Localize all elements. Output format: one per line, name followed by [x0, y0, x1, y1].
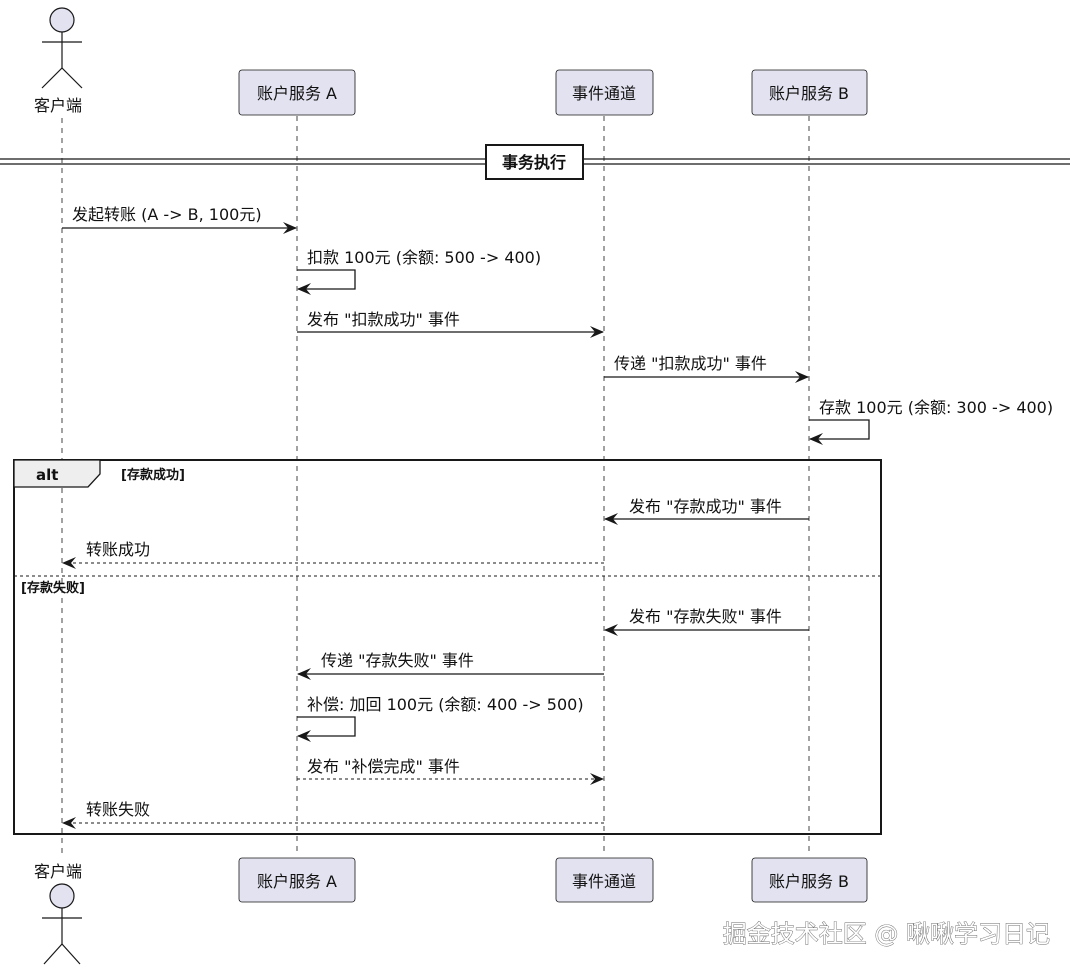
alt-guard: [存款成功]: [121, 467, 185, 483]
message-compensate: 补偿: 加回 100元 (余额: 400 -> 500): [297, 695, 584, 742]
message-publish-debit-success: 发布 "扣款成功" 事件: [297, 310, 604, 338]
actor-label-client-bottom: 客户端: [34, 862, 82, 881]
participant-label-event-bus-bottom: 事件通道: [572, 872, 636, 891]
message-label: 转账成功: [86, 540, 150, 559]
participant-svc-a-top: 账户服务 A: [238, 69, 356, 116]
alt-else-guard: [存款失败]: [21, 580, 85, 596]
participant-event-bus-top: 事件通道: [555, 69, 654, 116]
message-transfer-success: 转账成功: [62, 540, 604, 569]
message-arrow-self: [297, 716, 356, 742]
message-label: 发布 "补偿完成" 事件: [307, 757, 460, 776]
message-label: 传递 "存款失败" 事件: [321, 651, 474, 670]
message-label: 补偿: 加回 100元 (余额: 400 -> 500): [307, 695, 584, 714]
message-publish-credit-success: 发布 "存款成功" 事件: [604, 497, 809, 525]
actor-client-bottom: 客户端: [34, 862, 82, 965]
message-label: 存款 100元 (余额: 300 -> 400): [819, 398, 1053, 417]
message-label: 发起转账 (A -> B, 100元): [72, 205, 262, 224]
message-initiate-transfer: 发起转账 (A -> B, 100元): [62, 205, 297, 234]
alt-keyword: alt: [36, 466, 58, 484]
message-label: 发布 "存款失败" 事件: [629, 607, 782, 626]
message-arrow-self: [297, 269, 356, 295]
participant-svc-a-bottom: 账户服务 A: [238, 857, 356, 903]
participant-event-bus-bottom: 事件通道: [555, 857, 654, 903]
participant-label-event-bus-top: 事件通道: [572, 84, 636, 103]
message-label: 扣款 100元 (余额: 500 -> 400): [307, 248, 541, 267]
actor-label-client-top: 客户端: [34, 96, 82, 115]
message-label: 发布 "存款成功" 事件: [629, 497, 782, 516]
participant-svc-b-top: 账户服务 B: [751, 69, 868, 116]
message-publish-credit-failed: 发布 "存款失败" 事件: [604, 607, 809, 636]
participant-label-svc-a-top: 账户服务 A: [257, 84, 337, 103]
divider-label: 事务执行: [502, 153, 566, 172]
message-arrow-self: [809, 419, 870, 445]
actor-client-top: 客户端: [34, 7, 83, 115]
message-label: 转账失败: [86, 800, 150, 819]
divider-transaction: 事务执行: [0, 144, 1070, 180]
message-deliver-debit-success: 传递 "扣款成功" 事件: [604, 354, 809, 383]
message-credit: 存款 100元 (余额: 300 -> 400): [809, 398, 1053, 445]
participant-label-svc-b-top: 账户服务 B: [769, 84, 849, 103]
message-transfer-failed: 转账失败: [62, 800, 604, 829]
message-label: 发布 "扣款成功" 事件: [307, 310, 460, 329]
participant-label-svc-b-bottom: 账户服务 B: [769, 872, 849, 891]
message-deliver-credit-failed: 传递 "存款失败" 事件: [297, 651, 604, 680]
message-publish-compensation-done: 发布 "补偿完成" 事件: [297, 757, 604, 785]
alt-fragment: alt [存款成功] [存款失败]: [13, 459, 882, 835]
participant-label-svc-a-bottom: 账户服务 A: [257, 872, 337, 891]
watermark-text: 掘金技术社区 @ 啾啾学习日记: [723, 920, 1050, 948]
message-label: 传递 "扣款成功" 事件: [614, 354, 767, 373]
actor-head-icon: [49, 883, 75, 909]
message-debit: 扣款 100元 (余额: 500 -> 400): [297, 248, 541, 295]
actor-head-icon: [49, 7, 75, 33]
participant-svc-b-bottom: 账户服务 B: [751, 857, 868, 903]
